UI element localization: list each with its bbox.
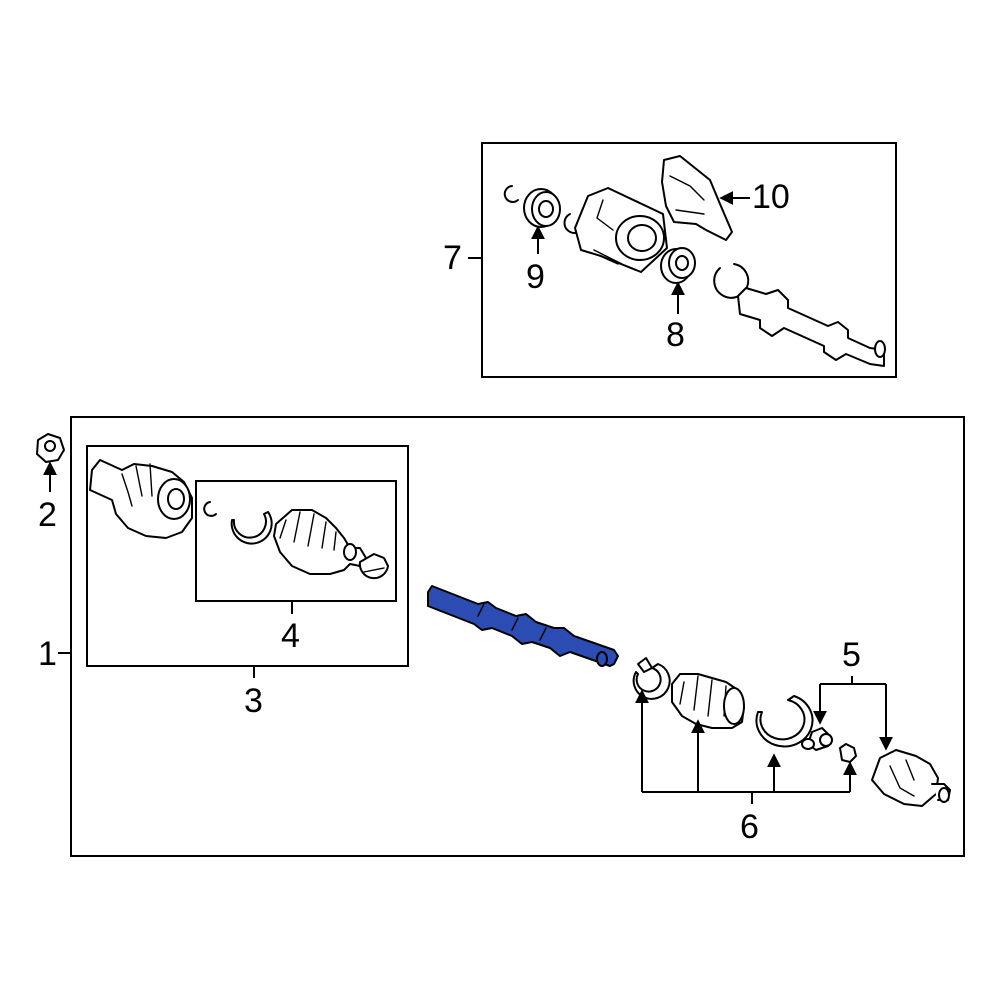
inner-clamp-band bbox=[755, 695, 814, 748]
inset-box-7 bbox=[481, 142, 897, 378]
sub-box-3 bbox=[86, 445, 409, 667]
callout-8: 8 bbox=[666, 316, 685, 354]
inset-shaft bbox=[737, 287, 886, 367]
callout-2: 2 bbox=[38, 496, 57, 534]
small-ring-part bbox=[203, 501, 217, 517]
clamp-band-part bbox=[230, 511, 273, 545]
inner-joint-housing bbox=[871, 749, 951, 807]
snap-ring-small bbox=[503, 185, 519, 203]
inner-clamp-part-a bbox=[632, 657, 671, 700]
heat-shield-part-10 bbox=[661, 155, 733, 241]
snap-ring-large bbox=[713, 263, 750, 299]
bearing-part-8 bbox=[660, 247, 696, 284]
small-clip-part bbox=[839, 743, 857, 763]
bearing-part-9 bbox=[523, 188, 561, 228]
nut-part-2 bbox=[36, 433, 65, 463]
tripod-joint-part bbox=[801, 727, 833, 751]
callout-6: 6 bbox=[740, 808, 759, 846]
callout-9: 9 bbox=[526, 258, 545, 296]
intermediate-housing bbox=[574, 187, 668, 273]
inner-boot-part bbox=[671, 673, 745, 729]
sub-box-4 bbox=[195, 480, 397, 602]
callout-3: 3 bbox=[244, 682, 263, 720]
callout-7: 7 bbox=[443, 239, 462, 277]
axle-shaft-highlighted bbox=[427, 585, 619, 667]
outer-cv-joint bbox=[89, 459, 193, 539]
outer-clamp-part bbox=[358, 553, 389, 580]
callout-1: 1 bbox=[38, 635, 57, 673]
main-box-1 bbox=[70, 416, 965, 857]
callout-4: 4 bbox=[281, 617, 300, 655]
callout-10: 10 bbox=[752, 178, 790, 216]
outer-boot-part bbox=[273, 509, 367, 575]
callout-5: 5 bbox=[842, 636, 861, 674]
